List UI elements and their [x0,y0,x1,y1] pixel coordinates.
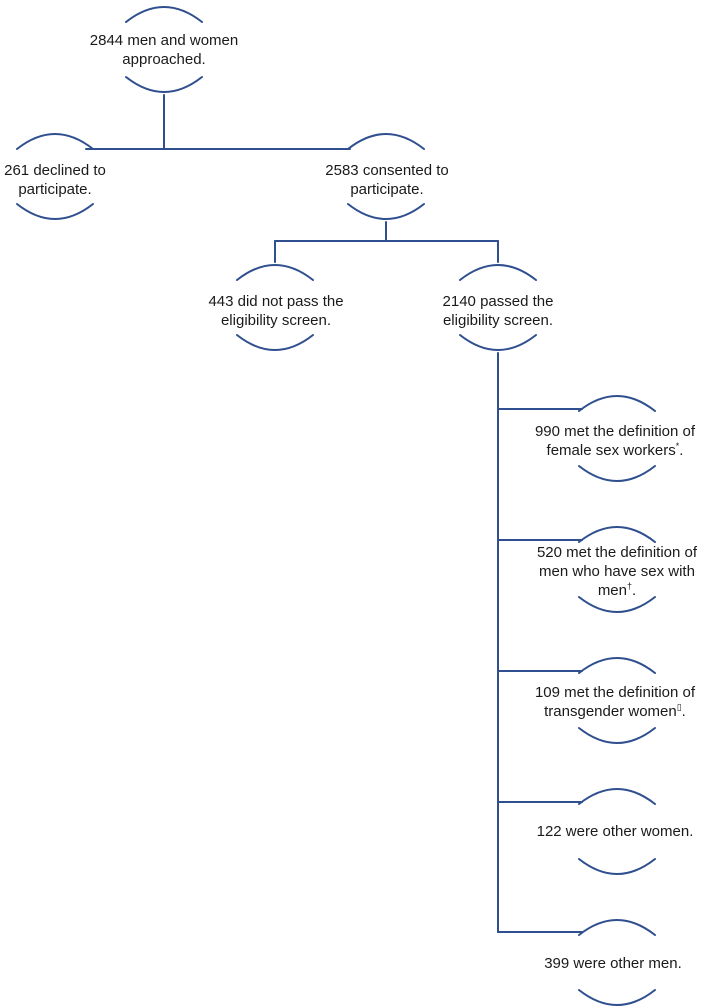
node-declined-line2: participate. [18,181,92,198]
bracket-bottom-msm [578,596,656,613]
bracket-bottom-consented [347,203,425,220]
bracket-top-consented [347,133,425,150]
node-tgw-tail: . [681,703,686,720]
node-fsw-line2-wrap: female sex workers*. [520,441,709,460]
node-msm-line3: men [597,582,627,599]
node-fsw-line2: female sex workers [546,442,676,459]
node-msm-line3-wrap: men†. [522,581,709,600]
node-approached-line2: approached. [122,51,206,68]
node-tgw-line2-wrap: transgender women▯. [520,702,709,721]
node-not-eligible-line2: eligibility screen. [220,312,332,329]
node-msm-line1: 520 met the definition of [536,544,698,561]
bracket-bottom-tgw [578,727,656,744]
bracket-bottom-other-women [578,858,656,875]
bracket-top-eligible [459,264,537,281]
node-consented: 2583 consented to participate. [297,161,477,199]
node-tgw-line2: transgender women [544,703,677,720]
node-fsw-line1: 990 met the definition of [534,423,696,440]
bracket-bottom-declined [16,203,94,220]
node-tgw-line1: 109 met the definition of [534,684,696,701]
node-msm: 520 met the definition of men who have s… [522,543,709,600]
bracket-top-fsw [578,395,656,412]
node-other-men: 399 were other men. [518,954,708,973]
bracket-top-approached [125,6,203,23]
bracket-bottom-approached [125,76,203,93]
bracket-bottom-not-eligible [236,334,314,351]
node-consented-line2: participate. [350,181,424,198]
bracket-top-other-women [578,788,656,805]
node-declined: 261 declined to participate. [0,161,120,199]
bracket-top-msm [578,526,656,543]
node-msm-tail: . [632,582,637,599]
bracket-bottom-fsw [578,465,656,482]
connectors [85,94,583,933]
footnote-mark-msm: † [627,581,633,591]
node-approached: 2844 men and women approached. [64,31,264,69]
bracket-bottom-other-men [578,989,656,1006]
node-approached-line1: 2844 men and women [89,32,239,49]
node-tgw: 109 met the definition of transgender wo… [520,683,709,721]
bracket-bottom-eligible [459,334,537,351]
bracket-top-declined [16,133,94,150]
node-other-women: 122 were other women. [520,822,709,841]
node-declined-line1: 261 declined to [4,162,106,179]
node-not-eligible-line1: 443 did not pass the [208,293,344,310]
node-other-men-line1: 399 were other men. [544,955,682,972]
node-eligible-line1: 2140 passed the [442,293,554,310]
footnote-mark-tgw: ▯ [676,702,682,712]
footnote-mark-fsw: * [675,441,680,451]
bracket-top-other-men [578,919,656,936]
node-brackets [16,6,656,1006]
node-fsw: 990 met the definition of female sex wor… [520,422,709,460]
node-consented-line1: 2583 consented to [325,162,449,179]
node-not-eligible: 443 did not pass the eligibility screen. [186,292,366,330]
bracket-top-not-eligible [236,264,314,281]
bracket-top-tgw [578,657,656,674]
node-msm-line2: men who have sex with [539,563,695,580]
node-fsw-tail: . [679,442,684,459]
node-eligible: 2140 passed the eligibility screen. [408,292,588,330]
node-eligible-line2: eligibility screen. [442,312,554,329]
node-other-women-line1: 122 were other women. [536,823,694,840]
